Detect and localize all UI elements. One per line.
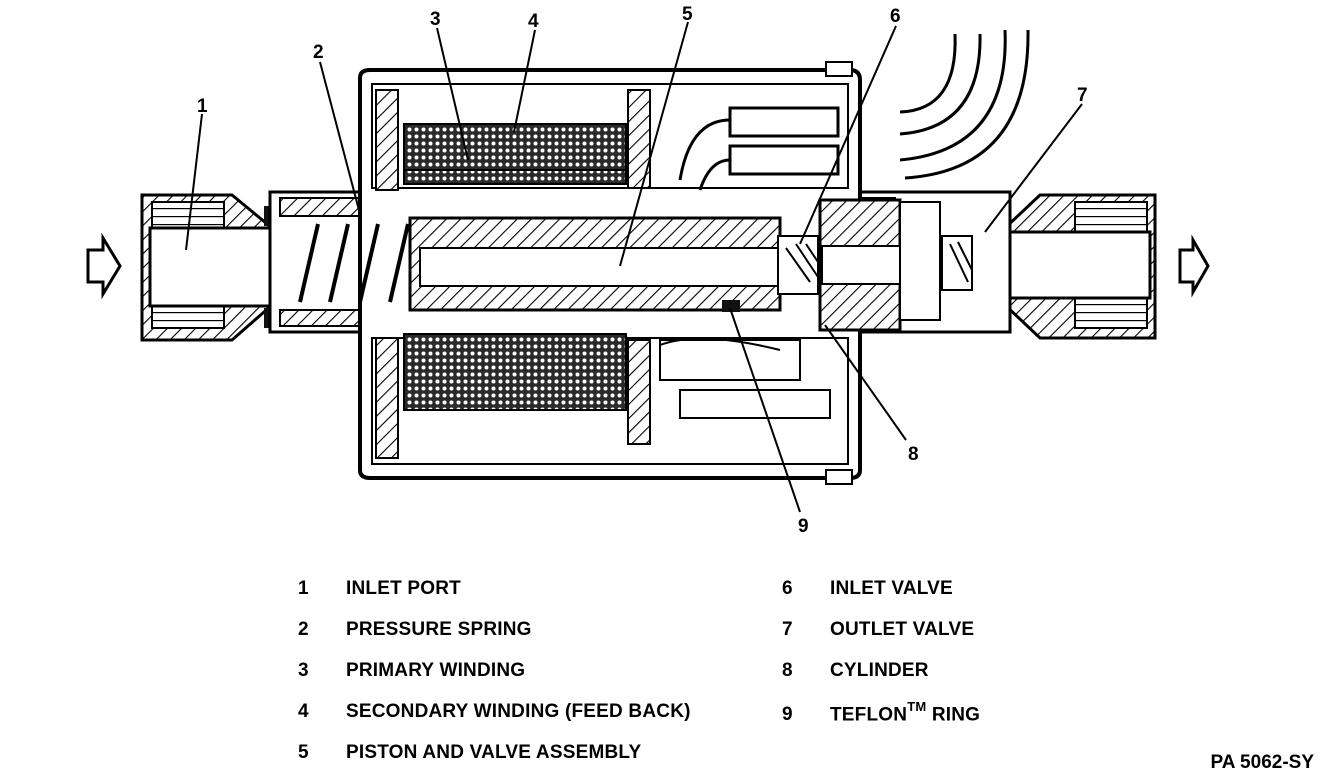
legend-left-column: 1 INLET PORT 2 PRESSURE SPRING 3 PRIMARY…: [298, 578, 691, 783]
legend-item-inlet-port: 1 INLET PORT: [298, 578, 691, 619]
legend-label: PISTON AND VALVE ASSEMBLY: [346, 742, 642, 763]
legend-item-outlet-valve: 7 OUTLET VALVE: [782, 619, 980, 660]
legend-label: PRESSURE SPRING: [346, 619, 532, 640]
legend-label: PRIMARY WINDING: [346, 660, 526, 681]
legend-number: 4: [298, 701, 309, 722]
legend-item-primary-winding: 3 PRIMARY WINDING: [298, 660, 691, 701]
legend-label: INLET PORT: [346, 578, 461, 599]
callout-2: 2: [313, 42, 324, 63]
legend-item-piston-valve-assembly: 5 PISTON AND VALVE ASSEMBLY: [298, 742, 691, 783]
cylinder: [818, 198, 938, 332]
trademark-superscript: TM: [907, 699, 927, 714]
callout-7: 7: [1077, 85, 1088, 106]
callout-6: 6: [890, 6, 901, 27]
inlet-port-fitting: [140, 193, 280, 342]
legend-item-teflon-ring: 9 TEFLONTM RING: [782, 699, 981, 742]
legend-label-main: TEFLON: [830, 704, 908, 726]
callout-8: 8: [908, 444, 919, 465]
teflon-ring: [722, 300, 740, 312]
legend-right-column: 6 INLET VALVE 7 OUTLET VALVE 8 CYLINDER …: [782, 578, 980, 742]
lower-electronics: [659, 337, 831, 419]
legend-item-secondary-winding: 4 SECONDARY WINDING (FEED BACK): [298, 701, 691, 742]
legend-label-suffix: RING: [926, 704, 981, 726]
legend-item-pressure-spring: 2 PRESSURE SPRING: [298, 619, 691, 660]
legend-number: 2: [298, 619, 309, 640]
piston-valve-assembly: [408, 216, 782, 312]
legend-number: 7: [782, 619, 793, 640]
outlet-flow-arrow: [1178, 234, 1210, 298]
figure-id: PA 5062-SY: [1210, 752, 1315, 773]
outlet-port-fitting: [998, 193, 1157, 340]
legend-label: SECONDARY WINDING (FEED BACK): [346, 701, 691, 722]
callout-3: 3: [430, 9, 441, 30]
legend-number: 6: [782, 578, 793, 599]
primary-winding: [403, 169, 627, 411]
callout-5: 5: [682, 4, 693, 25]
callout-4: 4: [528, 11, 539, 32]
legend-item-cylinder: 8 CYLINDER: [782, 660, 980, 701]
callout-1: 1: [197, 96, 208, 117]
lead-wires: [678, 29, 1030, 191]
legend-label: TEFLONTM RING: [830, 699, 981, 726]
fuel-pump-cross-section: 1 2 3 4 5 6 7 8 9: [86, 4, 1210, 537]
legend-label: INLET VALVE: [830, 578, 953, 599]
inlet-flow-arrow: [86, 232, 122, 300]
legend-label: CYLINDER: [830, 660, 929, 681]
legend-label: OUTLET VALVE: [830, 619, 975, 640]
pressure-spring: [298, 223, 410, 303]
legend-number: 5: [298, 742, 309, 763]
legend-item-inlet-valve: 6 INLET VALVE: [782, 578, 980, 619]
inlet-valve: [777, 235, 823, 295]
callout-9: 9: [798, 516, 809, 537]
legend-number: 3: [298, 660, 309, 681]
legend-number: 9: [782, 704, 793, 726]
outlet-valve: [899, 201, 973, 321]
leader-lines: [185, 21, 1083, 513]
legend-number: 8: [782, 660, 793, 681]
legend-number: 1: [298, 578, 309, 599]
